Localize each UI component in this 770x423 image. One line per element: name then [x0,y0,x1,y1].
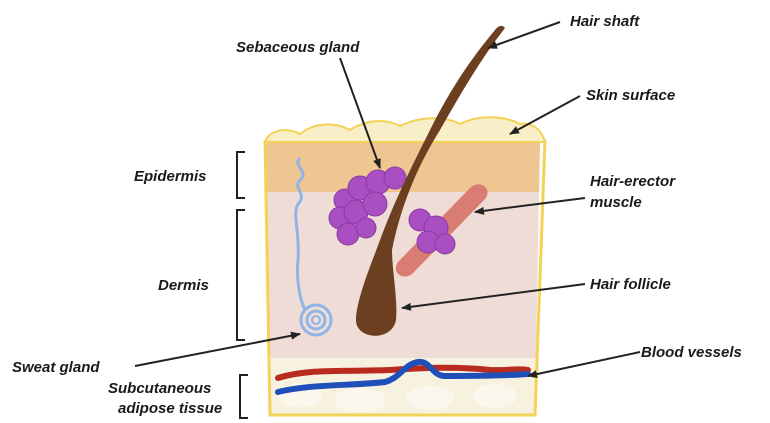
label-blood-vessels: Blood vessels [641,344,742,361]
label-hair-erector-1: Hair-erector [590,173,676,190]
epidermis-bracket [237,152,245,198]
fat-cell [334,388,386,412]
label-epidermis: Epidermis [134,168,207,185]
skin-surface-arrow [510,96,580,134]
label-sebaceous-gland: Sebaceous gland [236,39,360,56]
label-subcutaneous-1: Subcutaneous [108,380,211,397]
blood-vessels-arrow [528,352,640,376]
label-dermis: Dermis [158,277,209,294]
label-hair-shaft: Hair shaft [570,13,640,30]
label-sweat-gland: Sweat gland [12,359,100,376]
label-skin-surface: Skin surface [586,87,675,104]
label-hair-follicle: Hair follicle [590,276,671,293]
fat-cell [473,384,517,408]
dermis-bracket [237,210,245,340]
label-subcutaneous-2: adipose tissue [118,400,222,417]
label-hair-erector-2: muscle [590,194,642,211]
fat-cell [406,386,454,410]
skin-surface-layer [265,117,545,142]
subcutaneous-bracket [240,375,248,418]
